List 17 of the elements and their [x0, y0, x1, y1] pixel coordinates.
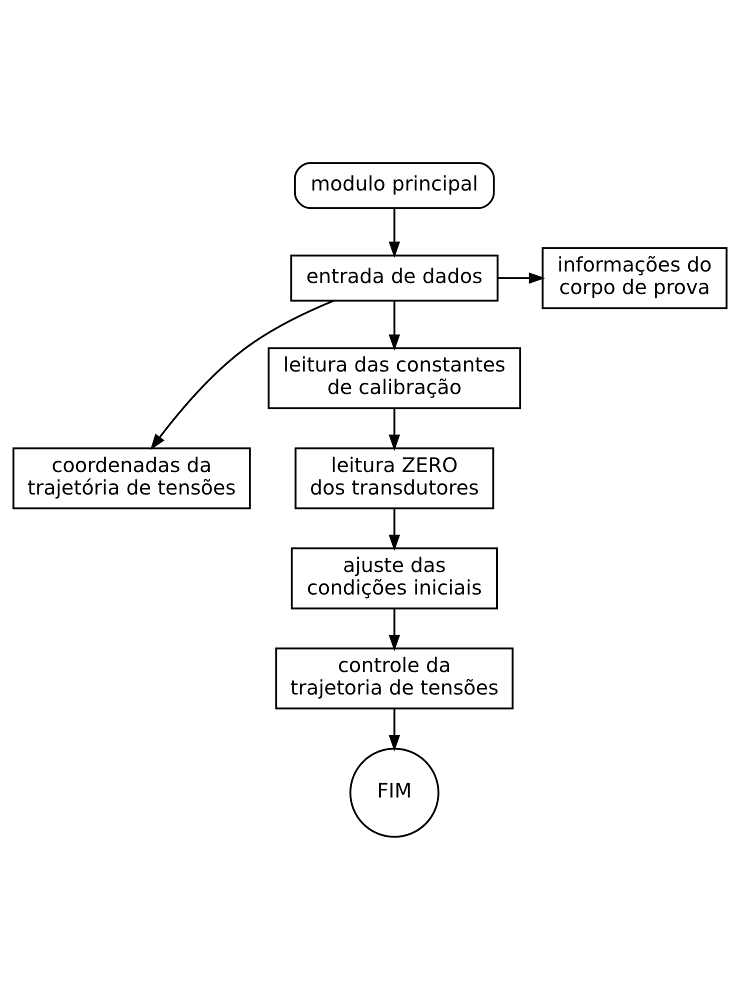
- node-box: modulo principal: [294, 162, 495, 209]
- node-box: informações do corpo de prova: [542, 247, 728, 310]
- node-box: ajuste das condições iniciais: [290, 547, 498, 610]
- arrow: [388, 508, 400, 552]
- arrow: [150, 300, 334, 450]
- arrow: [388, 708, 400, 752]
- node-box: leitura ZERO dos transdutores: [294, 447, 494, 510]
- arrow: [388, 608, 400, 652]
- node-box: entrada de dados: [290, 254, 499, 302]
- node-box: coordenadas da trajetória de tensões: [12, 447, 251, 510]
- node-box: leitura das constantes de calibração: [268, 347, 522, 410]
- arrow: [388, 408, 400, 451]
- arrow: [498, 272, 546, 284]
- node-box: controle da trajetoria de tensões: [275, 648, 514, 710]
- node-circle: FIM: [349, 748, 440, 838]
- arrow: [388, 301, 400, 351]
- arrow: [388, 208, 400, 258]
